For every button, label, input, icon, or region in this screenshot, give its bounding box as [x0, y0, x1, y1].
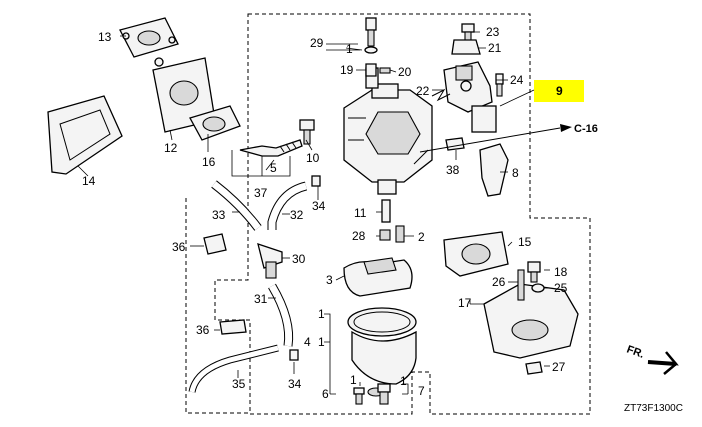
screw-18 [527, 261, 541, 283]
nut-27 [525, 361, 543, 375]
callout-2: 2 [418, 230, 425, 244]
jet-2 [395, 225, 405, 243]
callout-31: 31 [254, 292, 268, 306]
callout-18: 18 [554, 265, 568, 279]
callout-3: 3 [326, 273, 333, 287]
callout-24: 24 [510, 73, 524, 87]
callout-23: 23 [486, 25, 500, 39]
main-jet-28 [379, 229, 391, 241]
callout-1-chamber-mid: 1 [318, 335, 325, 349]
callout-16: 16 [202, 155, 216, 169]
callout-12: 12 [164, 141, 178, 155]
screw-10 [299, 119, 315, 145]
callout-6: 6 [322, 387, 329, 401]
callout-10: 10 [306, 151, 320, 165]
callout-34-lower: 34 [288, 377, 302, 391]
drain-tube-35 [188, 344, 279, 393]
diagram-code: ZT73F1300C [624, 403, 683, 414]
gasket-13 [119, 17, 179, 58]
nut-25 [531, 283, 545, 293]
joint-30 [257, 243, 283, 279]
callout-1-bottom-right: 1 [400, 374, 407, 388]
nozzle-11 [381, 199, 391, 223]
reference-c16: C-16 [574, 123, 598, 135]
callout-38: 38 [446, 163, 460, 177]
callout-11: 11 [354, 206, 367, 220]
float-3 [343, 257, 413, 297]
clip-34-upper [311, 175, 321, 187]
front-arrow-icon [647, 351, 679, 375]
fuel-tube-33 [211, 180, 262, 231]
callout-15: 15 [518, 235, 532, 249]
callout-labels: 13 12 14 16 37 5 10 34 29 1 19 20 23 21 … [82, 25, 683, 414]
gasket-16 [189, 105, 241, 141]
screw-29 [364, 17, 378, 54]
clip-36-upper [203, 233, 227, 255]
callout-32: 32 [290, 208, 304, 222]
callout-5: 5 [270, 161, 277, 175]
spring-22 [431, 88, 451, 102]
callout-1-top: 1 [346, 42, 353, 56]
callout-26: 26 [492, 275, 506, 289]
front-label: FR. [625, 344, 646, 361]
clip-36-lower [219, 319, 247, 335]
screw-6 [353, 387, 365, 405]
screw-23 [461, 23, 475, 43]
callout-35: 35 [232, 377, 246, 391]
callout-34-upper: 34 [312, 199, 326, 213]
bolt-38 [445, 137, 465, 151]
callout-7: 7 [418, 384, 425, 398]
gasket-14 [47, 95, 123, 175]
callout-20: 20 [398, 65, 412, 79]
fuel-tube-31 [268, 283, 294, 347]
highlight-box-9 [534, 80, 584, 102]
callout-21: 21 [488, 41, 502, 55]
clip-19 [365, 63, 377, 77]
bolt-7 [377, 383, 391, 405]
gasket-15 [443, 231, 509, 277]
callout-13: 13 [98, 30, 112, 44]
callout-30: 30 [292, 252, 306, 266]
float-chamber-4 [347, 307, 417, 397]
fuel-line-frame [185, 198, 250, 414]
callout-28: 28 [352, 229, 366, 243]
callout-29: 29 [310, 36, 324, 50]
clip-34-lower [289, 349, 299, 361]
callout-8: 8 [512, 166, 519, 180]
lever-8 [479, 143, 509, 197]
rod-26 [517, 269, 525, 301]
fuel-tube-32 [267, 181, 308, 230]
choke-assembly-9 [443, 61, 497, 133]
callout-14: 14 [82, 174, 96, 188]
callout-19: 19 [340, 63, 354, 77]
screw-24 [495, 73, 504, 97]
carburetor-body [343, 67, 433, 195]
callout-17: 17 [458, 296, 472, 310]
callout-4: 4 [304, 335, 311, 349]
callout-9: 9 [556, 84, 563, 98]
callout-1-bottom-left: 1 [350, 373, 357, 387]
callout-1-chamber-top: 1 [318, 307, 325, 321]
callout-22: 22 [416, 84, 430, 98]
leader-lines [77, 31, 550, 395]
callout-27: 27 [552, 360, 566, 374]
callout-33: 33 [212, 208, 226, 222]
lever-21 [451, 39, 481, 55]
callout-37: 37 [254, 186, 268, 200]
callout-36-upper: 36 [172, 240, 186, 254]
pilot-screw-5 [239, 139, 303, 157]
callout-25: 25 [554, 281, 568, 295]
callout-36-lower: 36 [196, 323, 210, 337]
screw-20 [379, 67, 391, 74]
bracket-17 [483, 283, 579, 359]
reference-arrow-icon [419, 124, 572, 153]
carburetor-group-frame [214, 13, 591, 415]
